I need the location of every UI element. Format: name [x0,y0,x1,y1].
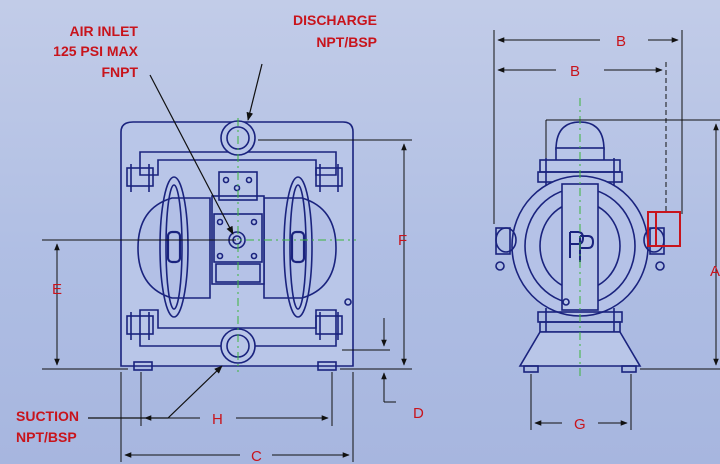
dim-f-label: F [398,232,407,249]
air-inlet-callout: AIR INLET 125 PSI MAX FNPT [53,23,138,80]
left-diaphragm-chamber [137,176,211,318]
right-diaphragm-chamber [263,176,337,318]
suction-label: SUCTION [16,408,79,424]
dimension-lines [42,30,720,462]
dim-c-label: C [251,448,262,464]
leader-lines [88,63,263,419]
dim-a-label: A [710,263,720,280]
dimension-letters: E F D H C G B B A [52,33,720,464]
front-top-left-clamp [126,164,154,192]
front-bottom-right-clamp [315,312,343,340]
discharge-thread-label: NPT/BSP [316,34,377,50]
suction-callout: SUCTION NPT/BSP [16,408,79,445]
dim-d-label: D [413,405,424,422]
front-view [120,120,354,371]
suction-thread-label: NPT/BSP [16,429,77,445]
side-left-clamp [495,227,517,271]
air-inlet-pressure-label: 125 PSI MAX [53,43,138,59]
front-top-right-clamp [315,164,343,192]
air-inlet-label: AIR INLET [70,23,139,39]
dim-b-inner-label: B [570,63,580,80]
side-air-fitting [647,211,681,247]
discharge-label: DISCHARGE [293,12,377,28]
air-inlet-thread-label: FNPT [101,64,138,80]
dim-h-label: H [212,411,223,428]
dim-e-label: E [52,281,62,298]
dim-b-outer-label: B [616,33,626,50]
dim-g-label: G [574,416,586,433]
front-bottom-left-clamp [126,312,154,340]
discharge-callout: DISCHARGE NPT/BSP [293,12,377,50]
